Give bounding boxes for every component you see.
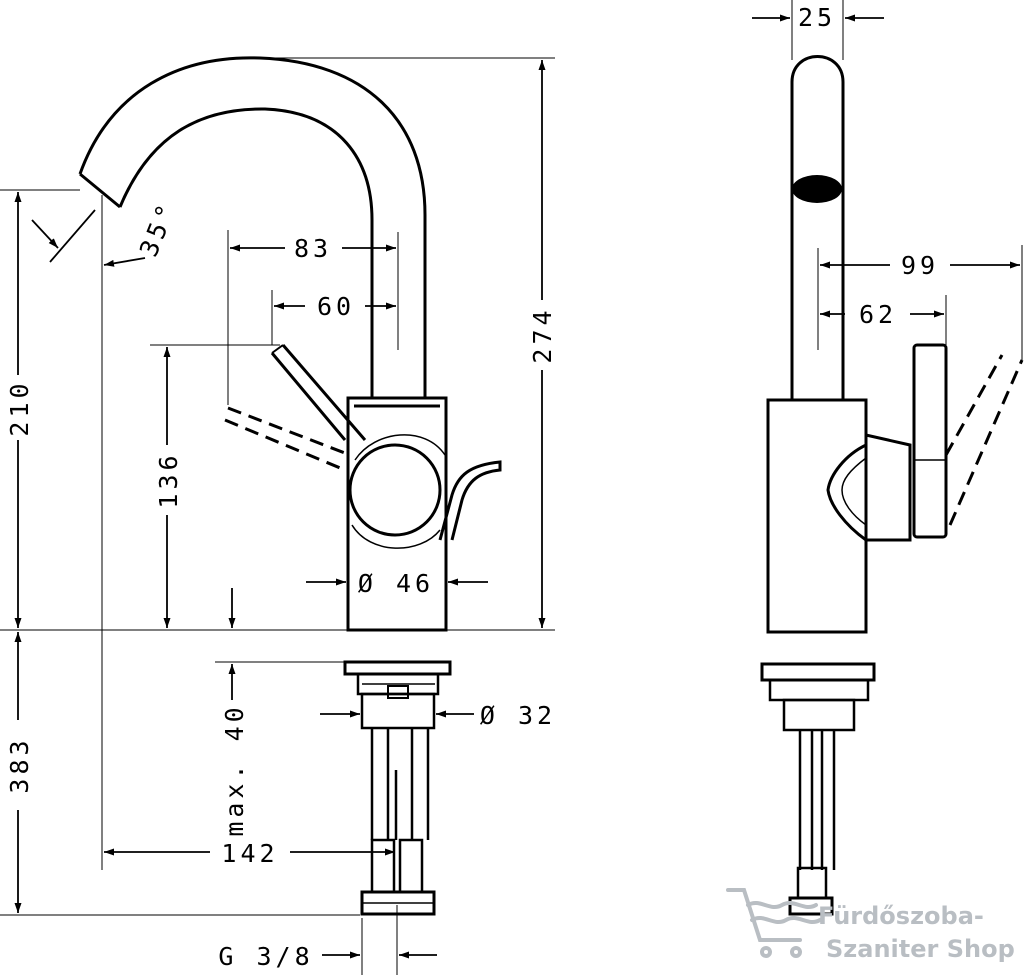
dim-length-383: 383	[5, 736, 34, 793]
side-body	[766, 398, 868, 634]
spout-outline	[78, 56, 427, 398]
supply-hoses	[370, 728, 430, 840]
dim-side-99: 99	[901, 251, 939, 280]
base-washer	[343, 660, 452, 676]
lever-dashed	[224, 406, 351, 472]
dim-shank-diameter: Ø 32	[480, 701, 556, 730]
dim-side-62: 62	[859, 300, 897, 329]
side-spout	[790, 55, 845, 400]
watermark-line2: Szaniter Shop	[826, 935, 1015, 963]
dim-height-136: 136	[154, 451, 183, 508]
watermark: Fürdőszoba- Szaniter Shop	[726, 888, 1015, 963]
dim-width-25: 25	[798, 3, 836, 32]
dim-spout-angle: 35°	[134, 197, 182, 261]
dim-max-40: max. 40	[220, 703, 249, 836]
dim-thread: G 3/8	[218, 942, 313, 971]
side-view	[760, 55, 1024, 916]
dim-height-274: 274	[528, 306, 557, 363]
watermark-line1: Fürdőszoba-	[818, 902, 984, 930]
front-view	[78, 56, 502, 916]
dim-reach-60: 60	[317, 292, 355, 321]
bathtub-icon	[726, 888, 822, 958]
dim-height-210: 210	[5, 379, 34, 436]
dimension-lines	[14, 14, 1020, 959]
cartridge-circle	[348, 443, 442, 537]
side-lever	[912, 343, 948, 539]
lever	[270, 344, 367, 441]
spout-aerator	[792, 175, 842, 203]
dim-projection-142: 142	[221, 839, 278, 868]
dim-body-diameter: Ø 46	[358, 569, 434, 598]
dim-reach-83: 83	[294, 234, 332, 263]
